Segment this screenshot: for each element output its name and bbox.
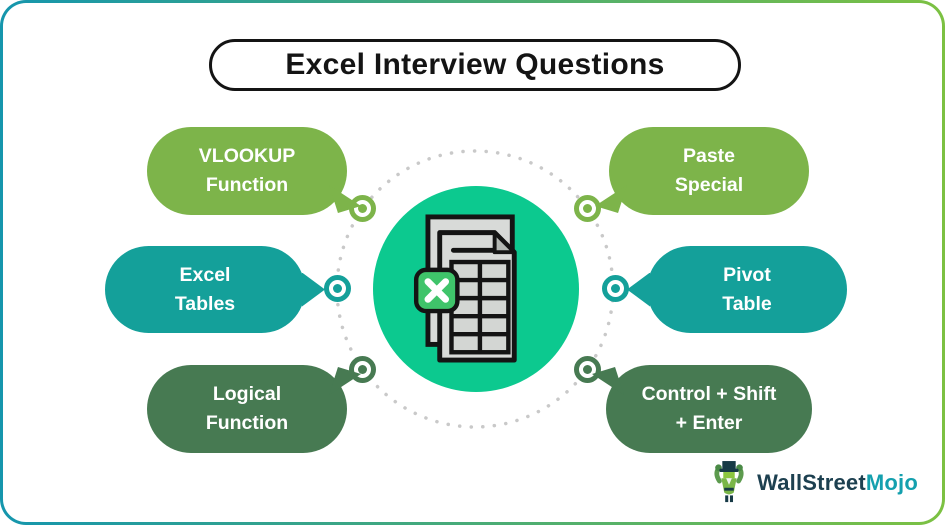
bubble-label-line1: Logical (212, 383, 282, 405)
bubble-label-line2: Special (674, 174, 744, 196)
bubble-label-line2: Function (205, 174, 289, 196)
excel-spreadsheet-icon (413, 214, 517, 363)
bubble-control-shift-enter: Control + Shift + Enter (592, 365, 812, 453)
connector-dot (583, 204, 592, 213)
bubble-tail (627, 272, 650, 307)
page-title: Excel Interview Questions (285, 48, 665, 81)
wallstreetmojo-logo: WallStreetMojo (708, 460, 918, 506)
bubble-label-line1: Excel (179, 263, 231, 286)
bubble-pivot-table: Pivot Table (627, 246, 847, 333)
center-circle (373, 186, 579, 392)
bubble-excel-tables: Excel Tables (105, 246, 325, 333)
connector-ring-pivot-table (602, 275, 629, 302)
bubble-label-line2: + Enter (675, 412, 743, 434)
table-grid (449, 259, 511, 355)
connector-dot (611, 284, 620, 293)
logo-wordmark-primary: WallStreet (757, 470, 866, 495)
logo-wordmark: WallStreetMojo (757, 470, 918, 496)
page-fold (492, 230, 517, 255)
connector-dot (358, 204, 367, 213)
connector-ring-vlookup (349, 195, 376, 222)
bubble-label-line2: Table (722, 292, 772, 315)
connector-dot (358, 365, 367, 374)
connector-ring-excel-tables (324, 275, 351, 302)
title-box: Excel Interview Questions (209, 39, 741, 91)
wallstreetmojo-mascot-icon (714, 461, 744, 503)
connector-dot (583, 365, 592, 374)
bubble-vlookup-function: VLOOKUP Function (147, 127, 361, 215)
logo-wordmark-secondary: Mojo (865, 470, 918, 495)
excel-x-badge (413, 267, 460, 314)
bubble-label-line1: Control + Shift (641, 383, 777, 405)
connector-dot (333, 284, 342, 293)
connector-ring-paste-special (574, 195, 601, 222)
bubble-label-line1: Pivot (723, 263, 771, 286)
bubble-label-line2: Tables (174, 292, 236, 315)
bubble-label-line2: Function (205, 412, 289, 434)
connector-ring-cse (574, 356, 601, 383)
bubble-label-line1: Paste (682, 145, 736, 167)
bubble-tail (302, 272, 325, 307)
bubble-label-line1: VLOOKUP (198, 145, 296, 167)
bubble-paste-special: Paste Special (595, 127, 809, 215)
canvas: Excel Interview Questions (3, 3, 942, 522)
bubble-logical-function: Logical Function (147, 365, 361, 453)
